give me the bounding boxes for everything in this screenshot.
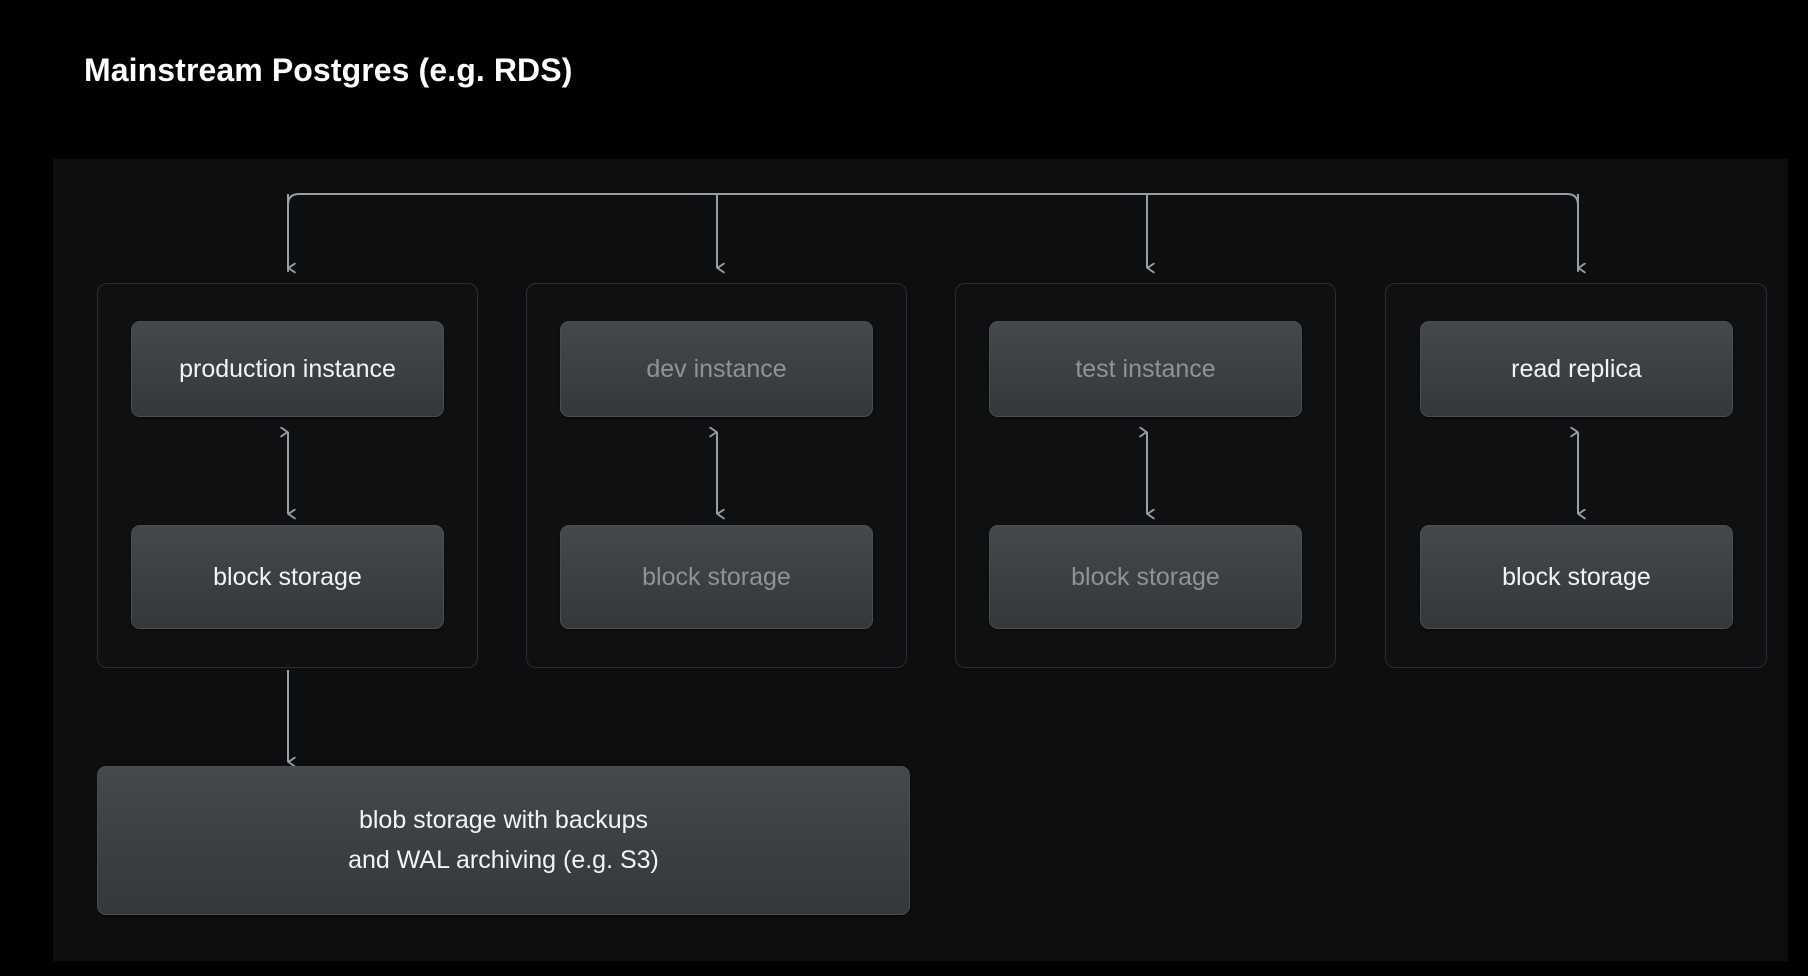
node-label: block storage	[213, 562, 362, 591]
node-read-replica-block-storage[interactable]: block storage	[1420, 525, 1733, 629]
node-label: production instance	[179, 354, 396, 383]
node-blob-storage[interactable]: blob storage with backups and WAL archiv…	[97, 766, 910, 915]
node-test-instance[interactable]: test instance	[989, 321, 1302, 417]
node-production-instance[interactable]: production instance	[131, 321, 444, 417]
blob-storage-line-1: blob storage with backups	[358, 806, 649, 834]
group-card-dev[interactable]: dev instance block storage	[526, 283, 907, 668]
node-label: block storage	[642, 562, 791, 591]
group-card-read-replica[interactable]: read replica block storage	[1385, 283, 1767, 668]
group-card-production[interactable]: production instance block storage	[97, 283, 478, 668]
node-production-block-storage[interactable]: block storage	[131, 525, 444, 629]
page-title: Mainstream Postgres (e.g. RDS)	[84, 52, 573, 88]
blob-storage-line-2: and WAL archiving (e.g. S3)	[348, 845, 659, 874]
node-label: dev instance	[646, 354, 787, 383]
node-label: test instance	[1075, 354, 1216, 383]
node-dev-block-storage[interactable]: block storage	[560, 525, 873, 629]
node-label: read replica	[1511, 354, 1642, 383]
node-read-replica[interactable]: read replica	[1420, 321, 1733, 417]
node-label: block storage	[1502, 562, 1651, 591]
node-label: block storage	[1071, 562, 1220, 591]
group-card-test[interactable]: test instance block storage	[955, 283, 1336, 668]
node-dev-instance[interactable]: dev instance	[560, 321, 873, 417]
node-test-block-storage[interactable]: block storage	[989, 525, 1302, 629]
